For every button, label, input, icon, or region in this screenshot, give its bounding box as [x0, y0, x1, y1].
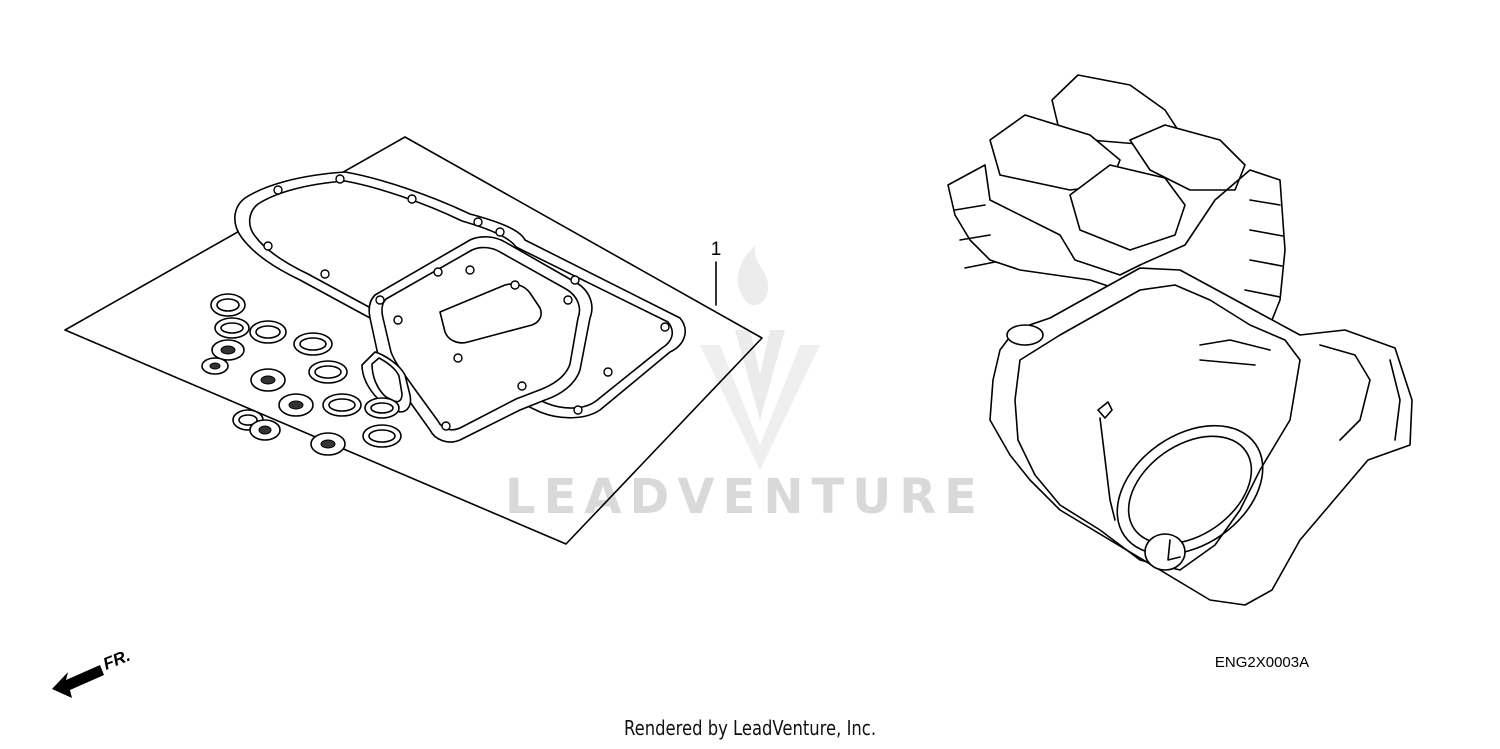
callout-number: 1 [711, 239, 722, 260]
watermark-text: LEADVENTURE [505, 469, 985, 525]
gasket-kit: 1 [64, 136, 763, 545]
cover-gasket-medium-inner [381, 246, 581, 431]
footer-credit: Rendered by LeadVenture, Inc. [623, 716, 877, 740]
flame-logo-icon [700, 245, 820, 470]
engine-illustration [947, 74, 1413, 606]
watermark: LEADVENTURE [505, 245, 985, 525]
front-direction-indicator: FR. [52, 646, 133, 698]
diagram-code: ENG2X0003A [1215, 654, 1309, 671]
bracket-gasket [361, 351, 412, 413]
o-ring-seals [201, 293, 402, 456]
front-direction-label: FR. [100, 646, 133, 674]
cover-gasket-large-inner [248, 180, 674, 409]
gasket-bolt-holes [263, 174, 670, 431]
front-direction-arrow-icon [52, 665, 104, 698]
